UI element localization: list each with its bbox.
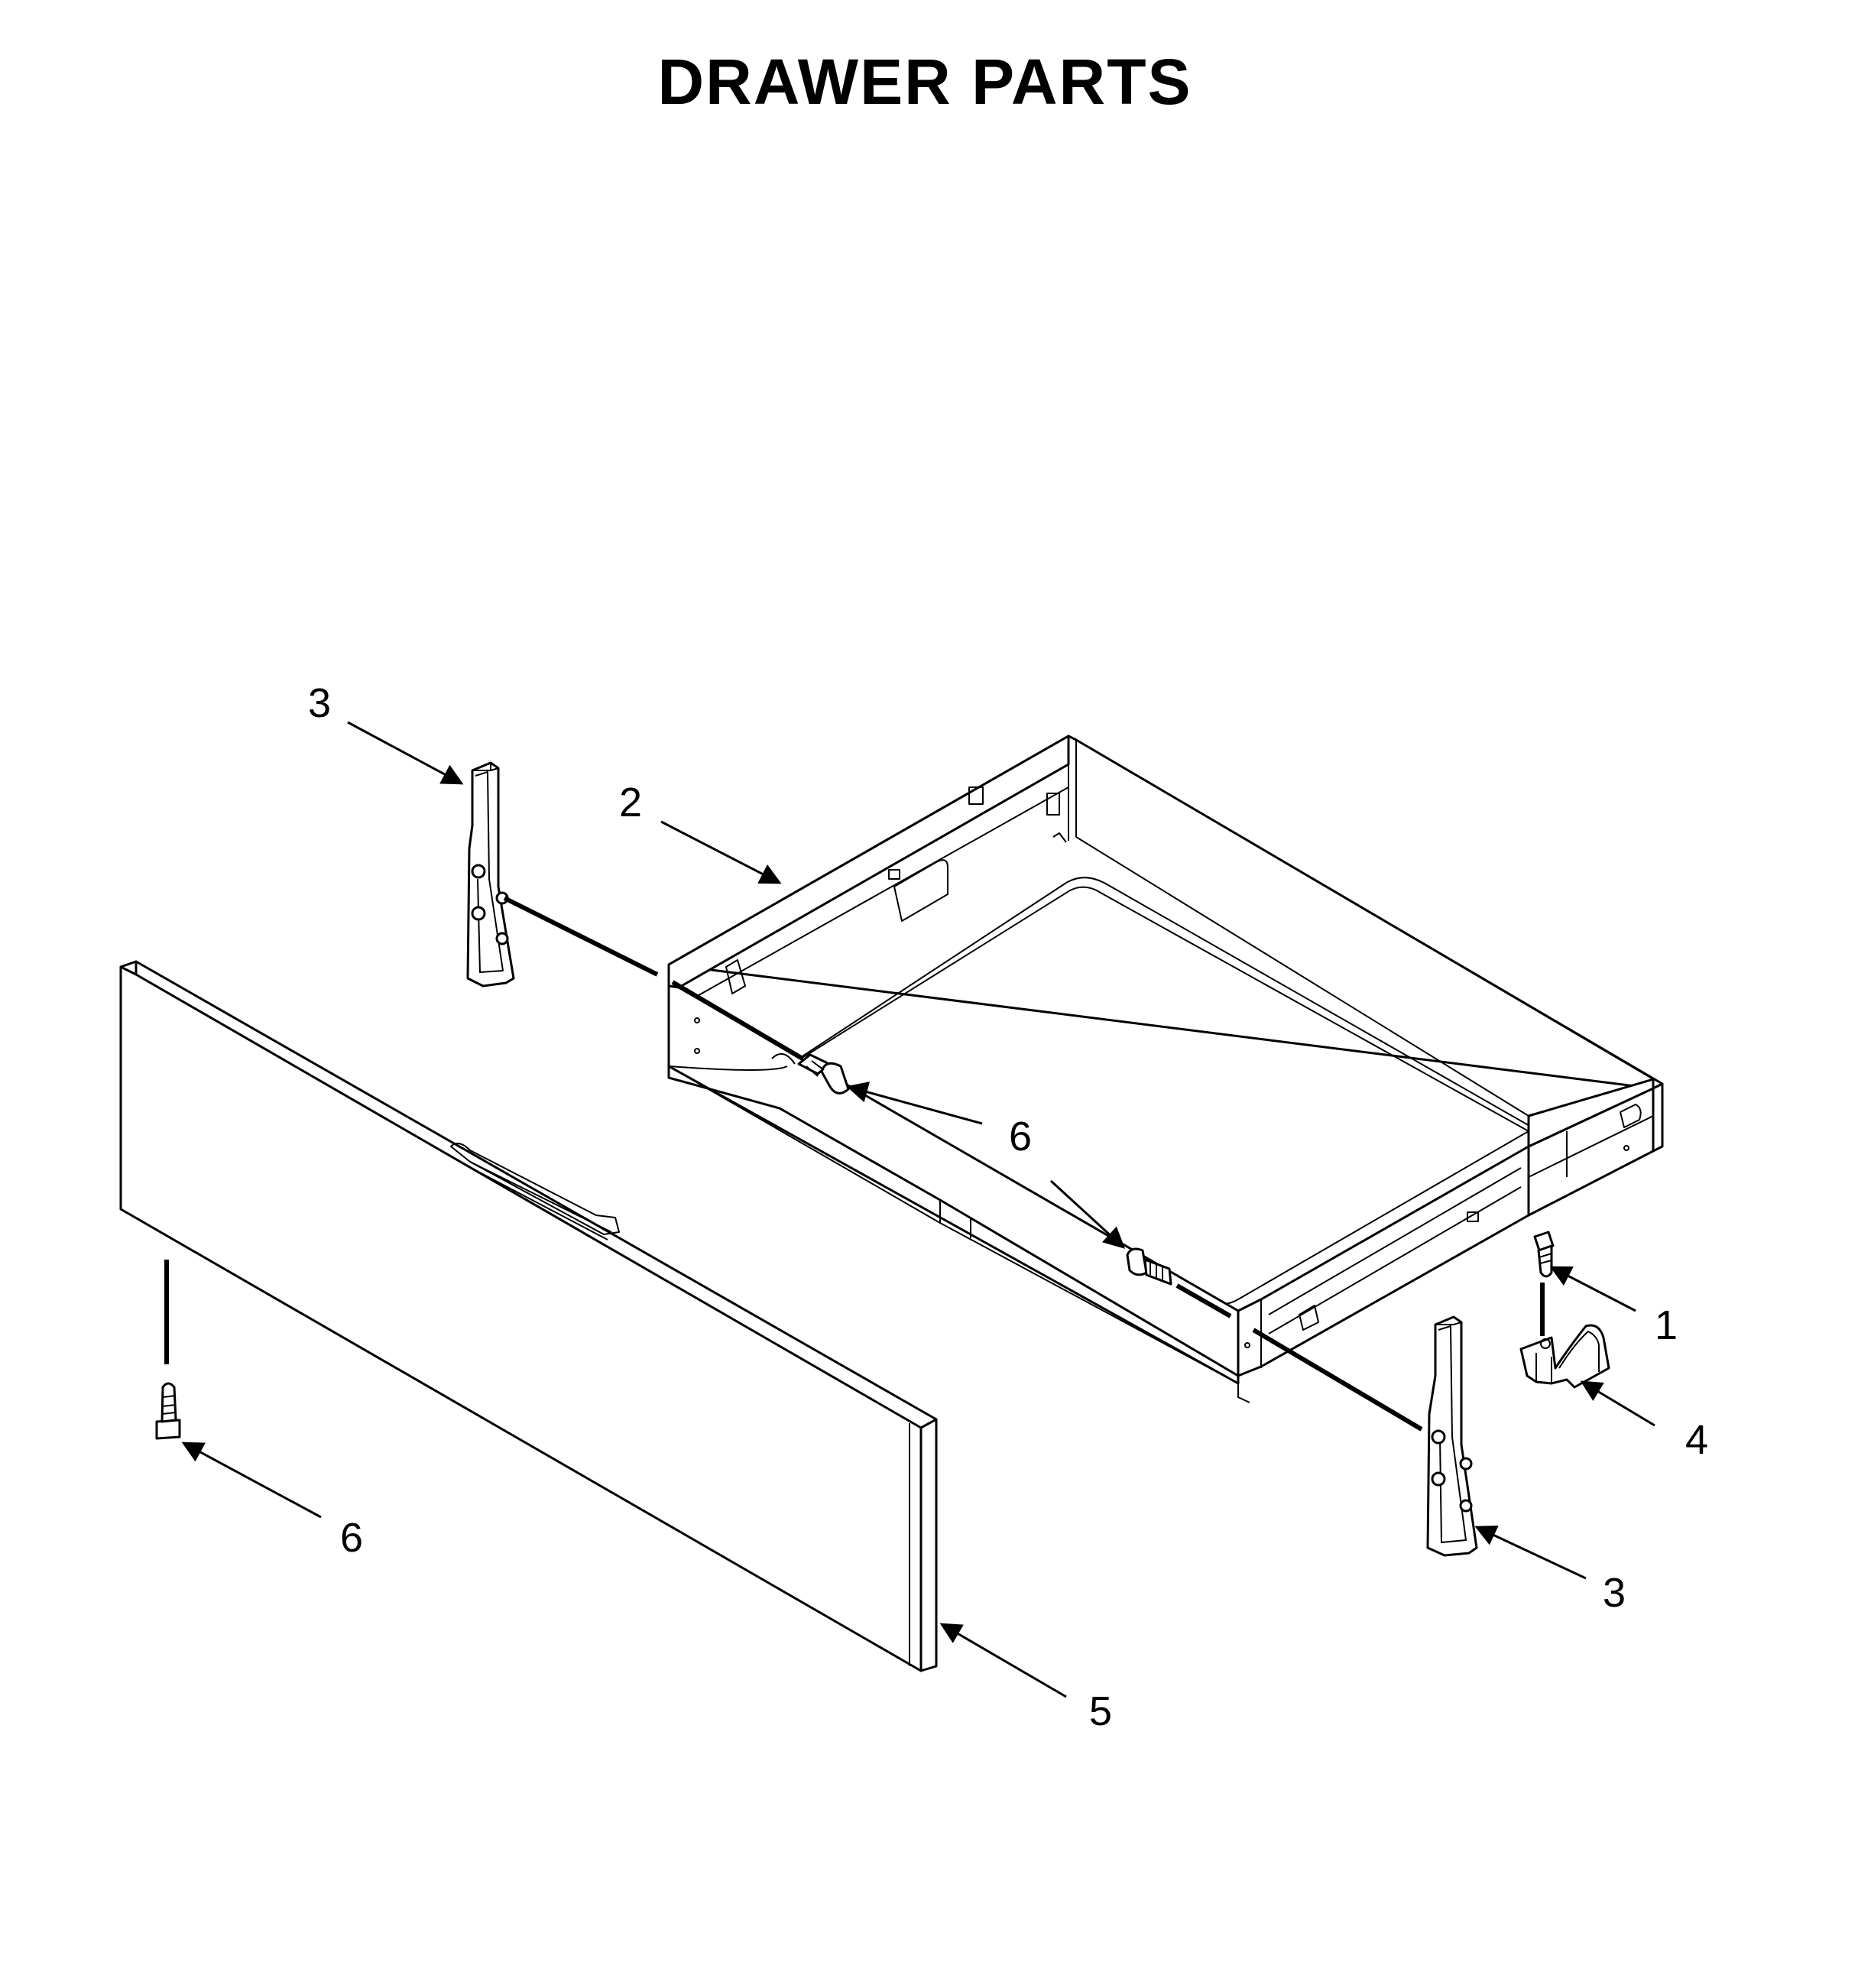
callout-5: 5 (1089, 1688, 1112, 1734)
screw (1533, 1231, 1555, 1278)
assembly-lines (164, 896, 1545, 1432)
callout-6-panel: 6 (340, 1515, 363, 1561)
page-title: DRAWER PARTS (657, 46, 1192, 118)
screw-right (1126, 1247, 1172, 1286)
drawer-slide-right (1426, 1315, 1478, 1557)
callout-3-right: 3 (1603, 1570, 1626, 1616)
leader-lines (181, 721, 1655, 1698)
callout-6-left: 6 (1009, 1114, 1032, 1159)
slide-bracket (1519, 1324, 1610, 1389)
screw-panel (155, 1382, 181, 1440)
drawer-body (667, 735, 1664, 1403)
callout-4: 4 (1685, 1417, 1708, 1463)
callout-2: 2 (619, 780, 642, 825)
screw-left (797, 1053, 850, 1095)
callout-1: 1 (1655, 1302, 1678, 1348)
callouts: 1 2 3 3 4 5 6 6 6 (308, 680, 1708, 1734)
drawer-slide-left (466, 761, 515, 988)
drawer-front-panel (119, 960, 938, 1672)
callout-3-left: 3 (308, 680, 331, 726)
